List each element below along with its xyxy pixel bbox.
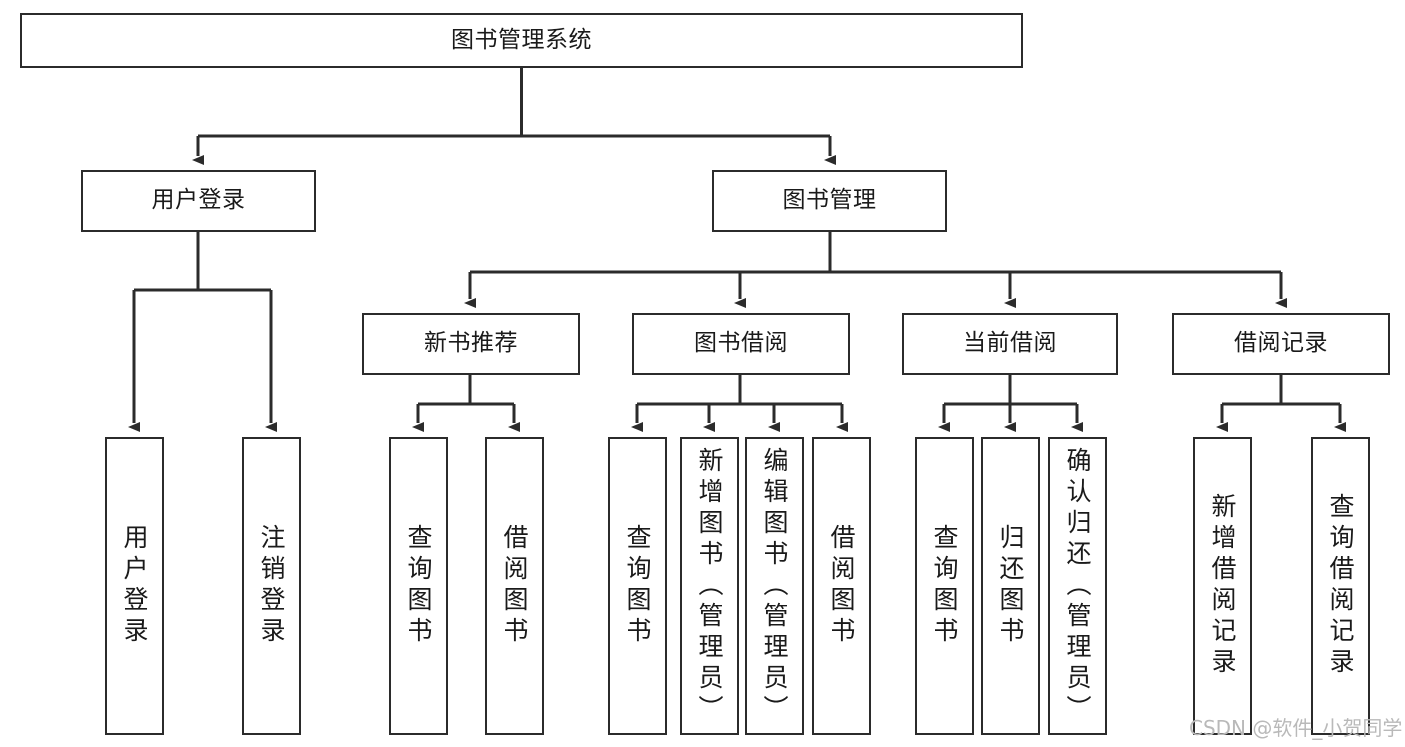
node-label: 用户登录: [151, 187, 246, 214]
leaf-query-book-3[interactable]: 查询图书: [915, 437, 974, 735]
node-label: 借阅记录: [1234, 330, 1328, 357]
node-label: 查询图书: [930, 524, 959, 648]
node-label: 图书借阅: [694, 330, 788, 357]
node-current-borrow[interactable]: 当前借阅: [902, 313, 1118, 375]
node-root-book-management-system[interactable]: 图书管理系统: [20, 13, 1023, 68]
node-label: 图书管理系统: [451, 26, 592, 53]
node-label: 当前借阅: [963, 330, 1057, 357]
node-label: 归还图书: [996, 524, 1025, 648]
node-new-book-recommend[interactable]: 新书推荐: [362, 313, 580, 375]
leaf-edit-book[interactable]: 编辑图书（管理员）: [745, 437, 804, 735]
node-label: 用户登录: [120, 524, 149, 648]
node-label: 借阅图书: [827, 524, 856, 648]
watermark: CSDN @软件_小贺同学: [1189, 716, 1403, 740]
leaf-return-book[interactable]: 归还图书: [981, 437, 1040, 735]
node-label: 图书管理: [782, 187, 877, 214]
leaf-query-record[interactable]: 查询借阅记录: [1311, 437, 1370, 735]
node-label: 新增图书（管理员）: [695, 446, 724, 726]
leaf-borrow-book-2[interactable]: 借阅图书: [812, 437, 871, 735]
leaf-query-book-1[interactable]: 查询图书: [389, 437, 448, 735]
leaf-query-book-2[interactable]: 查询图书: [608, 437, 667, 735]
leaf-add-record[interactable]: 新增借阅记录: [1193, 437, 1252, 735]
node-borrow-record[interactable]: 借阅记录: [1172, 313, 1390, 375]
leaf-add-book[interactable]: 新增图书（管理员）: [680, 437, 739, 735]
node-label: 新增借阅记录: [1208, 493, 1237, 679]
node-book-borrow[interactable]: 图书借阅: [632, 313, 850, 375]
node-label: 新书推荐: [424, 330, 518, 357]
node-book-manage[interactable]: 图书管理: [712, 170, 947, 232]
node-label: 借阅图书: [500, 524, 529, 648]
node-user-login[interactable]: 用户登录: [81, 170, 316, 232]
node-label: 查询借阅记录: [1326, 493, 1355, 679]
leaf-borrow-book-1[interactable]: 借阅图书: [485, 437, 544, 735]
leaf-logout-login[interactable]: 注销登录: [242, 437, 301, 735]
node-label: 查询图书: [623, 524, 652, 648]
node-label: 查询图书: [404, 524, 433, 648]
leaf-confirm-return[interactable]: 确认归还（管理员）: [1048, 437, 1107, 735]
node-label: 确认归还（管理员）: [1063, 446, 1092, 726]
node-label: 注销登录: [257, 524, 286, 648]
node-label: 编辑图书（管理员）: [760, 446, 789, 726]
leaf-user-login[interactable]: 用户登录: [105, 437, 164, 735]
